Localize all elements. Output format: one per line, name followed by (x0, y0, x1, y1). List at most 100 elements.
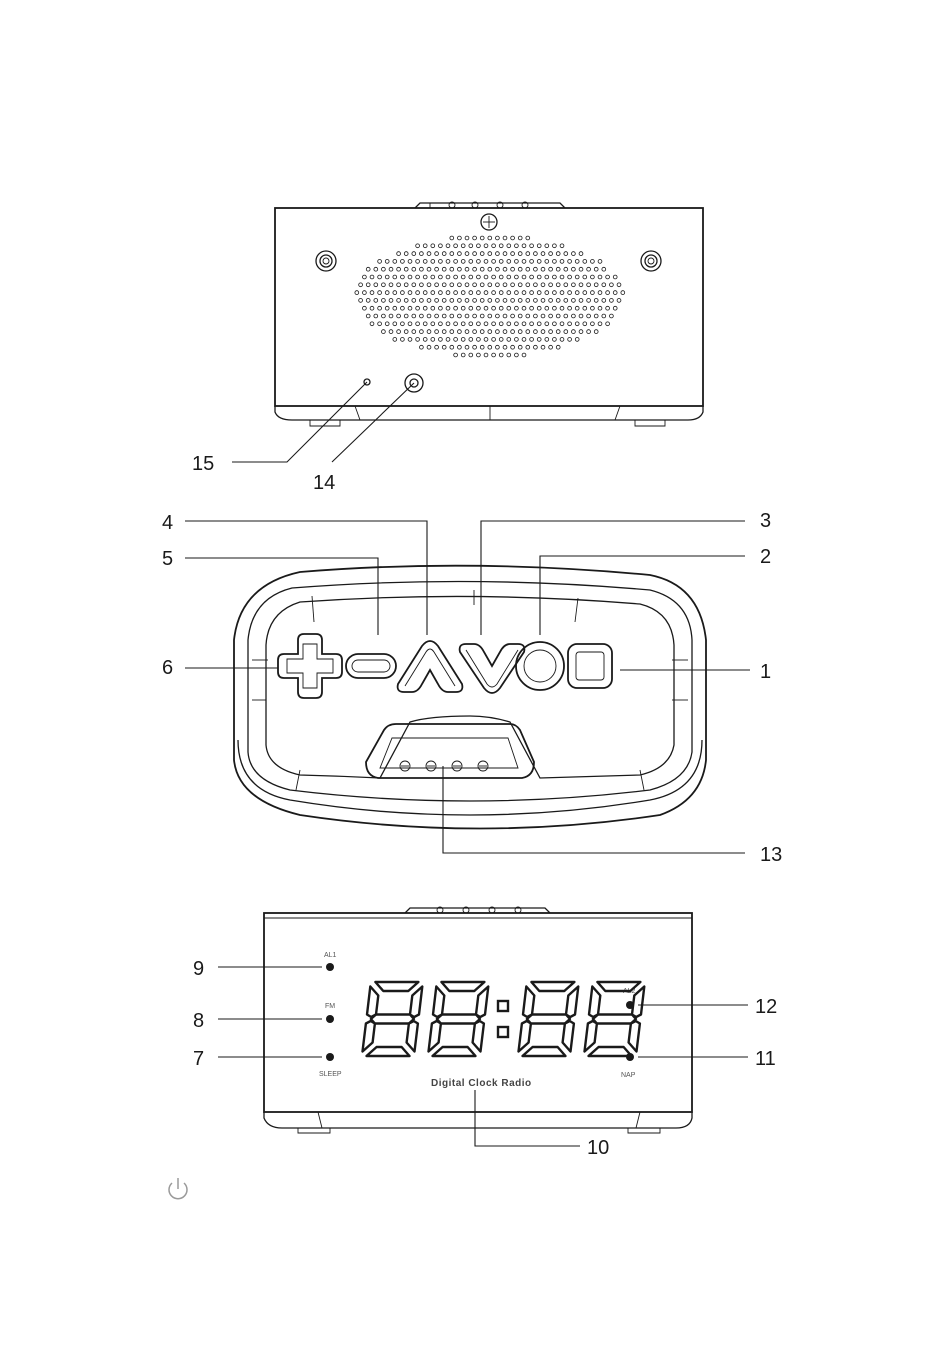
grille-hole (366, 314, 370, 318)
display-segment (363, 1021, 375, 1052)
grille-hole (518, 283, 522, 287)
grille-hole (621, 291, 625, 295)
grille-hole (404, 283, 408, 287)
grille-hole (518, 314, 522, 318)
grille-hole (484, 353, 488, 357)
grille-hole (534, 283, 538, 287)
grille-hole (553, 322, 557, 326)
grille-hole (522, 291, 526, 295)
grille-hole (401, 338, 405, 342)
grille-hole (511, 283, 515, 287)
grille-hole (435, 345, 439, 349)
grille-hole (393, 291, 397, 295)
grille-hole (575, 260, 579, 264)
grille-hole (420, 267, 424, 271)
grille-hole (408, 291, 412, 295)
grille-hole (477, 338, 481, 342)
grille-hole (526, 299, 530, 303)
grille-hole (572, 267, 576, 271)
grille-hole (461, 306, 465, 310)
grille-hole (480, 314, 484, 318)
grille-hole (473, 330, 477, 334)
grille-hole (450, 330, 454, 334)
grille-hole (530, 275, 534, 279)
grille-hole (442, 252, 446, 256)
grille-hole (382, 283, 386, 287)
grille-hole (477, 244, 481, 248)
grille-hole (522, 338, 526, 342)
grille-hole (401, 291, 405, 295)
grille-hole (617, 283, 621, 287)
grille-hole (431, 291, 435, 295)
grille-hole (416, 291, 420, 295)
grille-hole (404, 252, 408, 256)
grille-hole (534, 252, 538, 256)
grille-hole (545, 275, 549, 279)
circle-button[interactable] (516, 642, 564, 690)
grille-hole (439, 322, 443, 326)
grille-hole (496, 299, 500, 303)
grille-hole (382, 299, 386, 303)
grille-hole (454, 275, 458, 279)
grille-hole (480, 236, 484, 240)
grille-hole (515, 291, 519, 295)
grille-hole (366, 299, 370, 303)
display-segment (476, 987, 488, 1018)
grille-hole (496, 267, 500, 271)
grille-hole (469, 244, 473, 248)
grille-hole (541, 299, 545, 303)
grille-hole (496, 283, 500, 287)
grille-hole (397, 267, 401, 271)
grille-hole (553, 306, 557, 310)
grille-hole (541, 283, 545, 287)
display-colon-dot (498, 1027, 508, 1037)
grille-hole (446, 338, 450, 342)
grille-hole (579, 252, 583, 256)
grille-hole (427, 267, 431, 271)
plus-button[interactable] (278, 634, 342, 698)
grille-hole (568, 291, 572, 295)
grille-hole (518, 330, 522, 334)
grille-hole (594, 283, 598, 287)
grille-hole (435, 283, 439, 287)
grille-hole (473, 236, 477, 240)
al1-indicator (326, 963, 334, 971)
grille-hole (427, 330, 431, 334)
display-segment (441, 982, 484, 991)
sleep-label: SLEEP (319, 1071, 342, 1078)
display-segment (523, 1047, 566, 1056)
grille-hole (389, 330, 393, 334)
grille-hole (488, 236, 492, 240)
down-button[interactable] (460, 644, 525, 693)
callout-8: 8 (193, 1010, 204, 1032)
grille-hole (499, 353, 503, 357)
grille-hole (427, 314, 431, 318)
grille-hole (583, 260, 587, 264)
grille-hole (549, 330, 553, 334)
grille-hole (458, 345, 462, 349)
grille-hole (488, 330, 492, 334)
display-segment (371, 1015, 414, 1024)
grille-hole (594, 330, 598, 334)
up-button[interactable] (398, 641, 463, 692)
fm-indicator (326, 1015, 334, 1023)
square-button[interactable] (568, 644, 612, 688)
grille-hole (446, 260, 450, 264)
grille-hole (420, 252, 424, 256)
preset-buttons[interactable] (366, 724, 534, 778)
grille-hole (488, 314, 492, 318)
grille-hole (515, 306, 519, 310)
grille-hole (427, 299, 431, 303)
grille-hole (370, 306, 374, 310)
callout-6: 6 (162, 657, 173, 679)
grille-hole (404, 314, 408, 318)
grille-hole (530, 322, 534, 326)
grille-hole (461, 275, 465, 279)
grille-hole (587, 283, 591, 287)
grille-hole (385, 275, 389, 279)
grille-hole (484, 306, 488, 310)
grille-hole (454, 306, 458, 310)
minus-button[interactable] (346, 654, 396, 678)
grille-hole (503, 252, 507, 256)
grille-hole (507, 322, 511, 326)
